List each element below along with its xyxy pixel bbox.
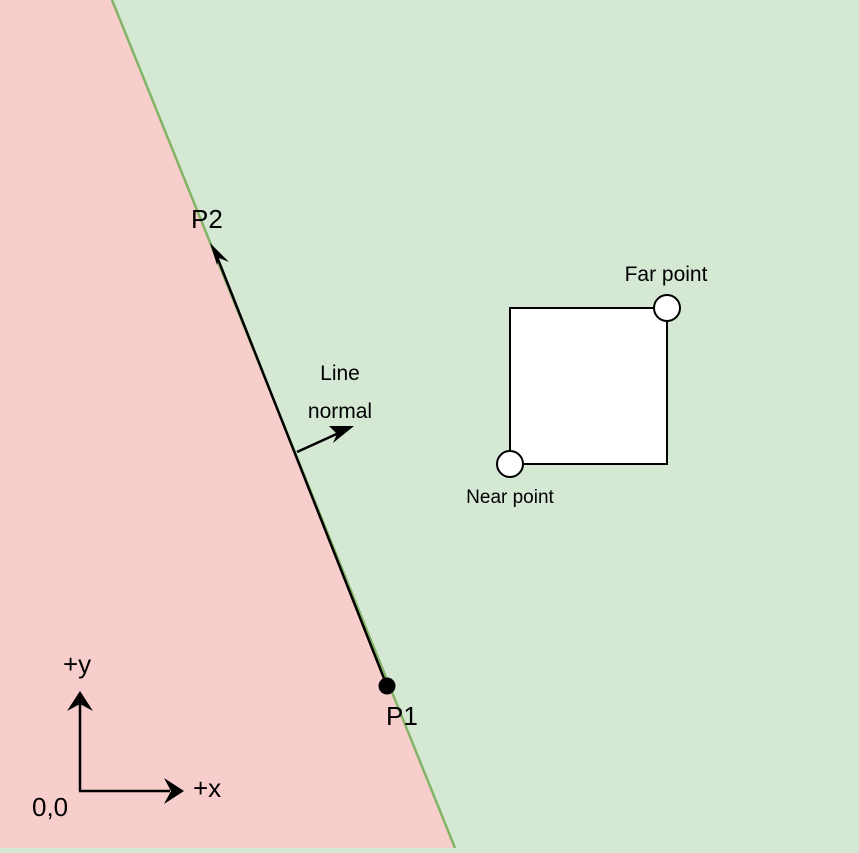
far-point-marker bbox=[653, 294, 681, 322]
line-normal-label-line2: normal bbox=[308, 400, 372, 423]
y-axis-arrow-icon bbox=[67, 691, 93, 711]
normal-arrow-icon bbox=[329, 426, 354, 443]
line-normal-arrow bbox=[296, 430, 342, 454]
x-axis-label: +x bbox=[193, 773, 221, 803]
p2-arrow-icon bbox=[210, 243, 229, 265]
near-point-label: Near point bbox=[466, 487, 554, 508]
x-axis-arrow-icon bbox=[164, 778, 184, 804]
p2-label: P2 bbox=[191, 204, 223, 234]
y-axis-label: +y bbox=[63, 649, 91, 679]
negative-half-plane bbox=[0, 0, 455, 848]
p1-label: P1 bbox=[386, 701, 418, 731]
origin-label: 0,0 bbox=[32, 792, 68, 822]
bounding-box bbox=[509, 307, 668, 465]
line-normal-label-line1: Line bbox=[320, 362, 360, 385]
line-segment-p1-p2 bbox=[212, 248, 389, 687]
near-point-marker bbox=[496, 450, 524, 478]
far-point-label: Far point bbox=[625, 263, 708, 286]
p1-point bbox=[378, 677, 396, 695]
